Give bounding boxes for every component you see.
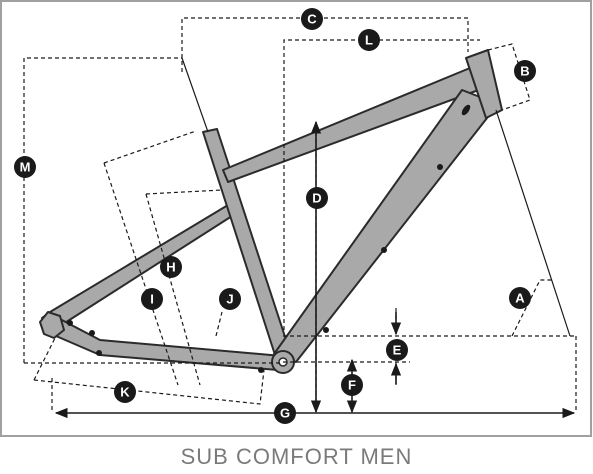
svg-text:G: G	[280, 406, 290, 421]
label-a: A	[509, 287, 531, 309]
svg-text:B: B	[520, 64, 529, 79]
seat-stay	[41, 204, 233, 327]
svg-text:J: J	[226, 292, 233, 307]
chain-stay	[47, 317, 283, 371]
svg-text:F: F	[348, 378, 356, 393]
label-h: H	[160, 256, 182, 278]
svg-text:C: C	[307, 12, 317, 27]
svg-text:A: A	[515, 291, 525, 306]
label-m: M	[14, 156, 36, 178]
label-e: E	[386, 339, 408, 361]
rear-dropout	[39, 311, 65, 339]
diagram-border	[0, 0, 592, 437]
label-g: G	[274, 402, 296, 424]
svg-text:L: L	[365, 33, 373, 48]
svg-text:E: E	[393, 343, 402, 358]
svg-text:M: M	[20, 160, 31, 175]
svg-text:K: K	[120, 385, 130, 400]
label-d: D	[306, 187, 328, 209]
down-tube	[273, 89, 499, 363]
label-f: F	[341, 374, 363, 396]
svg-text:H: H	[166, 260, 175, 275]
label-k: K	[114, 381, 136, 403]
svg-text:D: D	[312, 191, 321, 206]
label-i: I	[141, 288, 163, 310]
label-j: J	[219, 288, 241, 310]
label-c: C	[301, 8, 323, 30]
svg-text:I: I	[150, 292, 154, 307]
fork-line	[495, 109, 571, 337]
label-b: B	[514, 60, 536, 82]
label-l: L	[358, 29, 380, 51]
model-title: SUB COMFORT MEN	[180, 444, 413, 469]
dimension-arrows	[54, 120, 576, 419]
bike-frame	[39, 49, 503, 374]
seat-tube-axis	[181, 57, 209, 133]
frame-bolts	[67, 104, 471, 373]
